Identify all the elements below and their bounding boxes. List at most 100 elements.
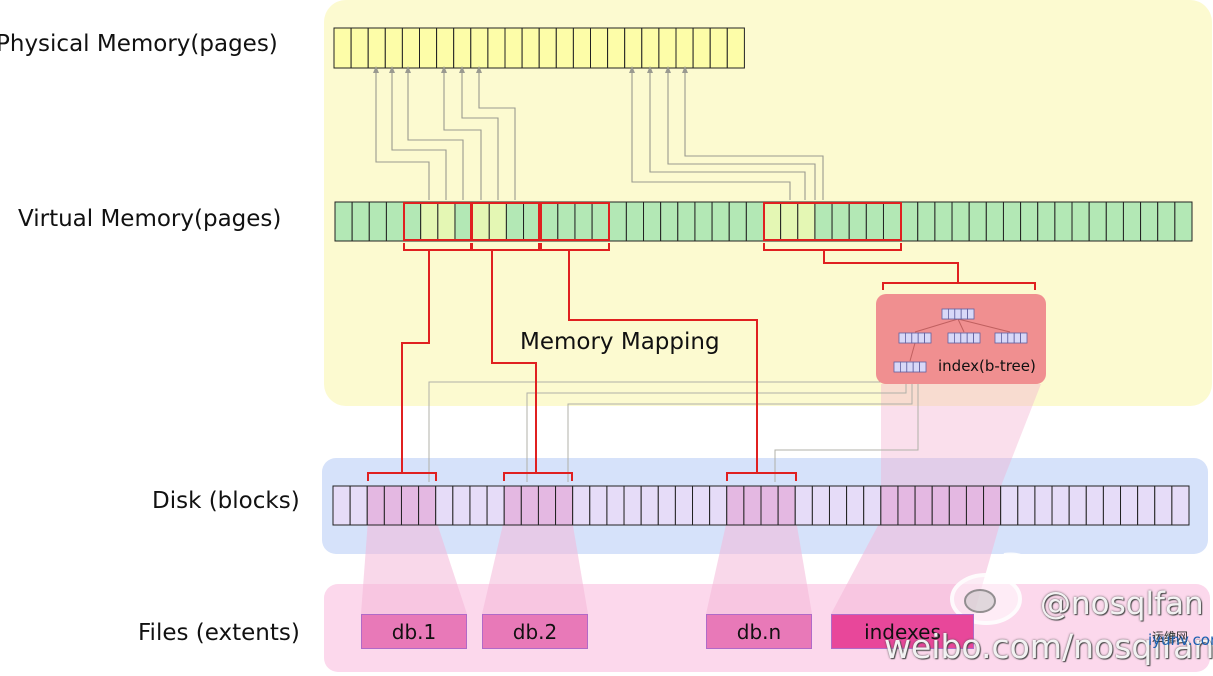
virtual-page	[437, 201, 456, 242]
virtual-page	[403, 201, 422, 242]
btree-node-cell	[960, 308, 969, 320]
disk-block	[1120, 485, 1139, 526]
btree-node-cell	[911, 332, 919, 344]
btree-node-cell	[948, 308, 956, 320]
virtual-page	[797, 201, 816, 242]
physical-page	[624, 27, 643, 69]
btree-node-cell	[1001, 332, 1009, 344]
disk-block	[1051, 485, 1070, 526]
virtual-page	[471, 201, 490, 242]
virtual-page	[1105, 201, 1124, 242]
physical-page	[538, 27, 557, 69]
physical-pages	[333, 27, 745, 69]
virtual-page	[334, 201, 353, 242]
virtual-mapping-highlights	[403, 202, 902, 241]
virtual-page	[694, 201, 713, 242]
btree-nodes	[893, 308, 1028, 373]
btree-node-cell	[906, 361, 914, 373]
physical-page	[384, 27, 403, 69]
physical-page	[521, 27, 540, 69]
disk-blocks	[332, 485, 1190, 526]
disk-block	[469, 485, 488, 526]
file-db1: db.1	[361, 614, 467, 649]
virtual-page	[780, 201, 799, 242]
disk-block	[983, 485, 1002, 526]
btree-node-cell	[893, 361, 901, 373]
virtual-page	[711, 201, 730, 242]
disk-block	[794, 485, 813, 526]
virtual-page	[1037, 201, 1056, 242]
physical-page	[401, 27, 420, 69]
disk-block	[1000, 485, 1019, 526]
disk-block	[674, 485, 694, 526]
virtual-page	[1174, 201, 1193, 242]
disk-block	[1085, 485, 1104, 526]
virtual-page	[557, 201, 576, 242]
disk-block	[589, 485, 608, 526]
physical-page	[436, 27, 455, 69]
disk-block	[692, 485, 711, 526]
virtual-page	[763, 201, 782, 242]
disk-label: Disk (blocks)	[152, 488, 300, 514]
watermark-url: weibo.com/nosqlfan	[884, 627, 1213, 666]
physical-page	[726, 27, 745, 69]
virtual-page	[831, 201, 850, 242]
disk-block	[743, 485, 762, 526]
physical-page	[572, 27, 592, 69]
btree-node-cell	[960, 332, 968, 344]
disk-block	[418, 485, 437, 526]
disk-block	[623, 485, 642, 526]
disk-block	[520, 485, 539, 526]
weibo-logo-icon	[950, 552, 1037, 625]
disk-block	[760, 485, 779, 526]
disk-block	[811, 485, 830, 526]
physical-page	[555, 27, 574, 69]
physical-page	[692, 27, 711, 69]
physical-page	[419, 27, 438, 69]
virtual-page	[848, 201, 867, 242]
btree-node-cell	[994, 332, 1002, 344]
disk-to-file-projections	[361, 520, 1001, 614]
virtual-page	[1002, 201, 1022, 242]
disk-block	[709, 485, 728, 526]
virtual-page	[728, 201, 747, 242]
disk-block	[965, 485, 985, 526]
disk-block	[555, 485, 574, 526]
physical-page	[350, 27, 369, 69]
virtual-page	[488, 201, 507, 242]
disk-block	[537, 485, 557, 526]
index-to-disk-projection	[881, 384, 1041, 486]
file-dbn: db.n	[706, 614, 812, 649]
virtual-page	[385, 201, 405, 242]
virtual-page	[1054, 201, 1073, 242]
virtual-page	[900, 201, 919, 242]
disk-block	[914, 485, 933, 526]
btree-node-cell	[917, 332, 926, 344]
physical-page	[709, 27, 728, 69]
memory-mapping-label: Memory Mapping	[520, 329, 720, 355]
virtual-page	[540, 201, 559, 242]
disk-block	[503, 485, 522, 526]
disk-block	[1068, 485, 1087, 526]
physical-page	[504, 27, 523, 69]
virtual-page	[985, 201, 1004, 242]
virtual-page	[882, 201, 902, 242]
physical-page	[658, 27, 677, 69]
virtual-page	[917, 201, 936, 242]
disk-block	[931, 485, 950, 526]
virtual-page	[1122, 201, 1142, 242]
file-db2: db.2	[482, 614, 588, 649]
physical-page	[590, 27, 609, 69]
disk-block	[572, 485, 591, 526]
disk-block	[657, 485, 676, 526]
disk-block	[726, 485, 745, 526]
btree-node-cell	[954, 332, 962, 344]
physical-page	[607, 27, 626, 69]
disk-block	[366, 485, 385, 526]
btree-node-cell	[1020, 332, 1028, 344]
btree-node-cell	[900, 361, 908, 373]
disk-block	[435, 485, 454, 526]
files-label: Files (extents)	[138, 620, 300, 646]
btree-node-cell	[1013, 332, 1022, 344]
virtual-page	[625, 201, 645, 242]
